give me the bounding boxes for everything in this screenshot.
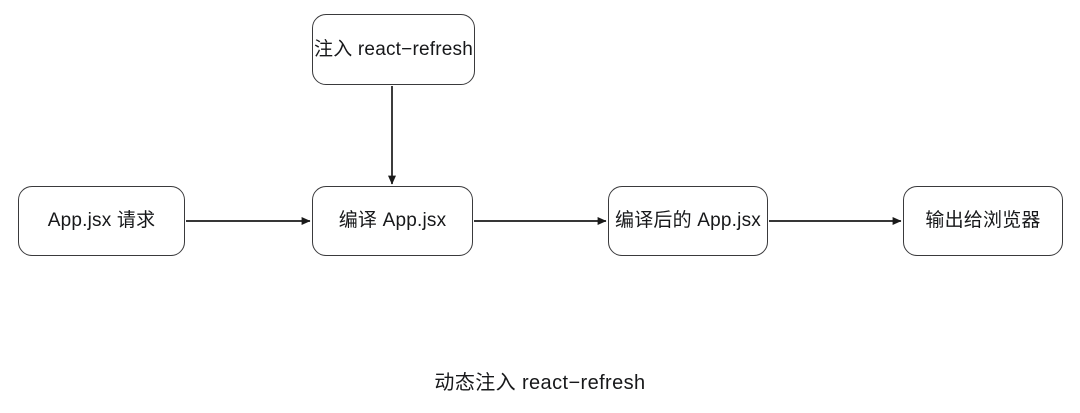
node-compile-app-jsx: 编译 App.jsx bbox=[312, 186, 473, 256]
diagram-caption: 动态注入 react−refresh bbox=[434, 372, 646, 394]
node-output-to-browser: 输出给浏览器 bbox=[903, 186, 1063, 256]
node-compiled-app-jsx: 编译后的 App.jsx bbox=[608, 186, 768, 256]
node-inject-react-refresh: 注入 react−refresh bbox=[312, 14, 475, 85]
node-app-jsx-request: App.jsx 请求 bbox=[18, 186, 185, 256]
